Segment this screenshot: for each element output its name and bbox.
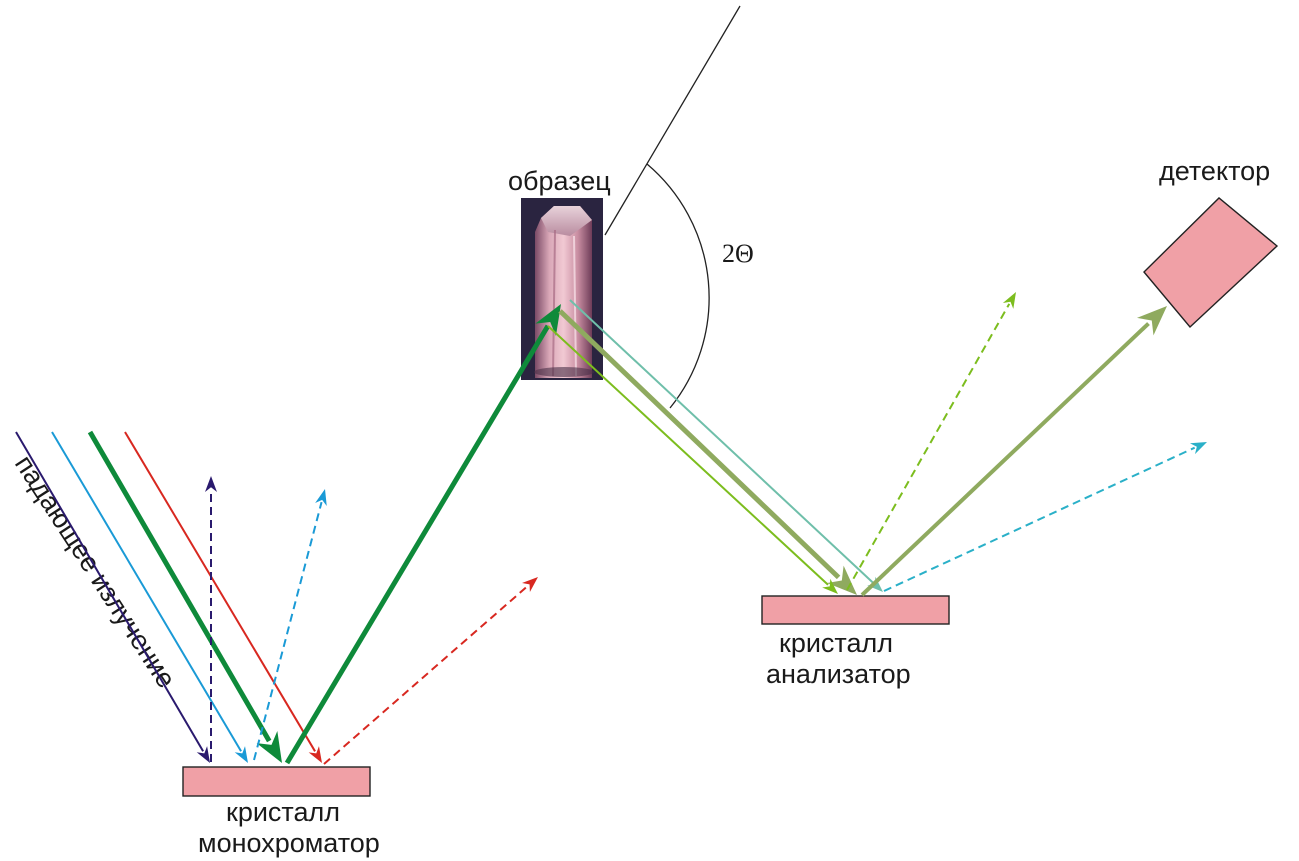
two-theta-label: 2Θ bbox=[722, 239, 754, 268]
monochromator-label-line1: кристалл bbox=[226, 797, 340, 827]
sample-ray-olive bbox=[558, 309, 857, 595]
sample-ray-lightgreen bbox=[547, 325, 838, 594]
sample-ray-teal bbox=[569, 299, 883, 592]
analyzer-crystal-plate bbox=[761, 595, 950, 625]
reflected-ray-red bbox=[323, 577, 538, 765]
detector-box bbox=[1143, 197, 1279, 329]
incident-radiation-label: падающее излучение bbox=[9, 450, 182, 693]
analyzer-ray-to-detector bbox=[860, 306, 1167, 597]
beam-paths bbox=[15, 292, 1207, 765]
angle-reference-line bbox=[604, 5, 741, 236]
reflected-ray-green bbox=[284, 304, 561, 765]
incident-ray-green bbox=[87, 430, 282, 763]
two-theta-arc bbox=[646, 163, 710, 409]
reflected-ray-navy bbox=[205, 476, 217, 762]
detector-label: детектор bbox=[1159, 156, 1270, 186]
incident-ray-navy bbox=[15, 431, 210, 763]
analyzer-label-line1: кристалл bbox=[779, 628, 893, 658]
analyzer-ray-cyan-dashed bbox=[883, 442, 1207, 592]
reflected-ray-blue bbox=[253, 489, 327, 761]
incident-ray-blue bbox=[51, 431, 248, 763]
sample-label: образец bbox=[508, 166, 611, 196]
incident-ray-red bbox=[124, 431, 322, 763]
analyzer-ray-lightgreen-dashed bbox=[846, 292, 1016, 591]
monochromator-crystal-plate bbox=[182, 766, 371, 797]
monochromator-label-line2: монохроматор bbox=[198, 828, 380, 858]
analyzer-label-line2: анализатор bbox=[766, 659, 911, 689]
